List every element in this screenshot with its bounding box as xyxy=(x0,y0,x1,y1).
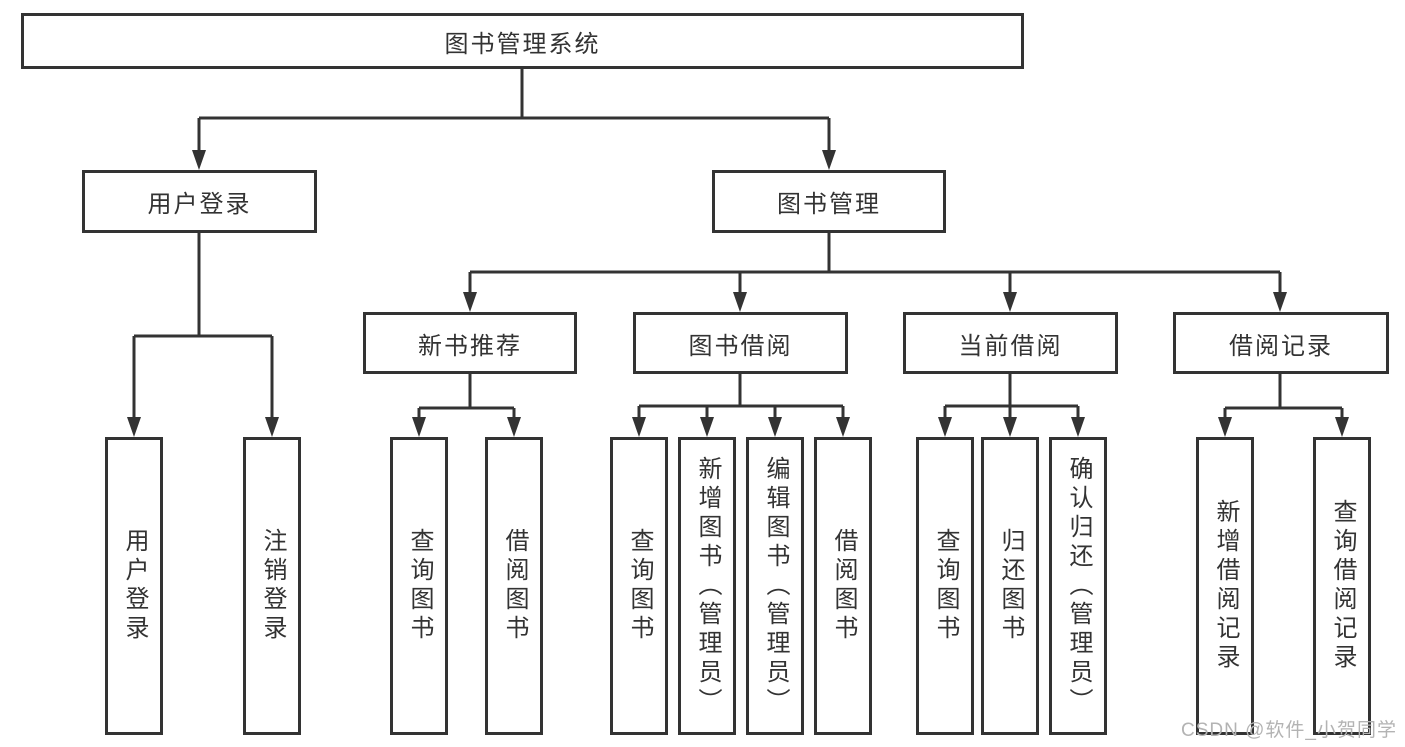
leaf-label: 查询图书 xyxy=(626,528,653,644)
arrow-down-icon xyxy=(412,417,426,437)
csdn-watermark: CSDN @软件_小贺同学 xyxy=(1181,720,1397,741)
leaf-user-login: 用户登录 xyxy=(105,437,163,735)
leaf-logout: 注销登录 xyxy=(243,437,301,735)
leaf-label: 查询图书 xyxy=(406,528,433,644)
connector-root-to-level2 xyxy=(197,69,831,152)
leaf-label: 借阅图书 xyxy=(830,528,857,644)
connector-new-book-branch xyxy=(417,374,516,419)
leaf-edit-books-admin: 编辑图书（管理员） xyxy=(746,437,804,735)
node-new-book-recommend: 新书推荐 xyxy=(363,312,577,374)
connector-book-borrowing-branch xyxy=(637,374,845,419)
arrow-down-icon xyxy=(938,417,952,437)
leaf-return-books: 归还图书 xyxy=(981,437,1039,735)
leaf-label: 归还图书 xyxy=(997,528,1024,644)
arrow-down-icon xyxy=(507,417,521,437)
arrow-down-icon xyxy=(265,417,279,437)
connector-current-borrowing-branch xyxy=(943,374,1080,419)
node-book-management: 图书管理 xyxy=(712,170,946,233)
arrow-down-icon xyxy=(1218,417,1232,437)
arrow-down-icon xyxy=(127,417,141,437)
leaf-query-borrow-record: 查询借阅记录 xyxy=(1313,437,1371,735)
arrow-down-icon xyxy=(1003,292,1017,312)
leaf-label: 用户登录 xyxy=(121,528,148,644)
leaf-confirm-return-admin: 确认归还（管理员） xyxy=(1049,437,1107,735)
arrow-down-icon xyxy=(1273,292,1287,312)
node-current-borrowing: 当前借阅 xyxy=(903,312,1118,374)
arrow-down-icon xyxy=(836,417,850,437)
arrow-down-icon xyxy=(1071,417,1085,437)
node-user-login: 用户登录 xyxy=(82,170,317,233)
leaf-label: 查询借阅记录 xyxy=(1329,499,1356,673)
leaf-label: 编辑图书（管理员） xyxy=(762,455,789,717)
leaf-label: 新增借阅记录 xyxy=(1212,499,1239,673)
arrow-down-icon xyxy=(192,150,206,170)
arrow-down-icon xyxy=(733,292,747,312)
arrow-down-icon xyxy=(768,417,782,437)
leaf-add-books-admin: 新增图书（管理员） xyxy=(678,437,736,735)
leaf-borrow-books-borrowing: 借阅图书 xyxy=(814,437,872,735)
arrow-down-icon xyxy=(632,417,646,437)
leaf-borrow-books-recommend: 借阅图书 xyxy=(485,437,543,735)
leaf-query-books-current: 查询图书 xyxy=(916,437,974,735)
arrow-down-icon xyxy=(700,417,714,437)
connector-borrowing-records-branch xyxy=(1223,374,1344,419)
leaf-label: 查询图书 xyxy=(932,528,959,644)
node-borrowing-records: 借阅记录 xyxy=(1173,312,1389,374)
arrow-down-icon xyxy=(1003,417,1017,437)
leaf-query-books-recommend: 查询图书 xyxy=(390,437,448,735)
node-root: 图书管理系统 xyxy=(21,13,1024,69)
arrow-down-icon xyxy=(822,150,836,170)
leaf-label: 借阅图书 xyxy=(501,528,528,644)
leaf-add-borrow-record: 新增借阅记录 xyxy=(1196,437,1254,735)
arrow-down-icon xyxy=(463,292,477,312)
connector-user-login-branch xyxy=(132,233,274,419)
arrow-down-icon xyxy=(1335,417,1349,437)
arrowheads xyxy=(127,150,1349,437)
leaf-label: 确认归还（管理员） xyxy=(1065,455,1092,717)
connector-book-management-branch xyxy=(468,233,1282,294)
node-book-borrowing: 图书借阅 xyxy=(633,312,848,374)
leaf-query-books-borrowing: 查询图书 xyxy=(610,437,668,735)
leaf-label: 新增图书（管理员） xyxy=(694,455,721,717)
leaf-label: 注销登录 xyxy=(259,528,286,644)
